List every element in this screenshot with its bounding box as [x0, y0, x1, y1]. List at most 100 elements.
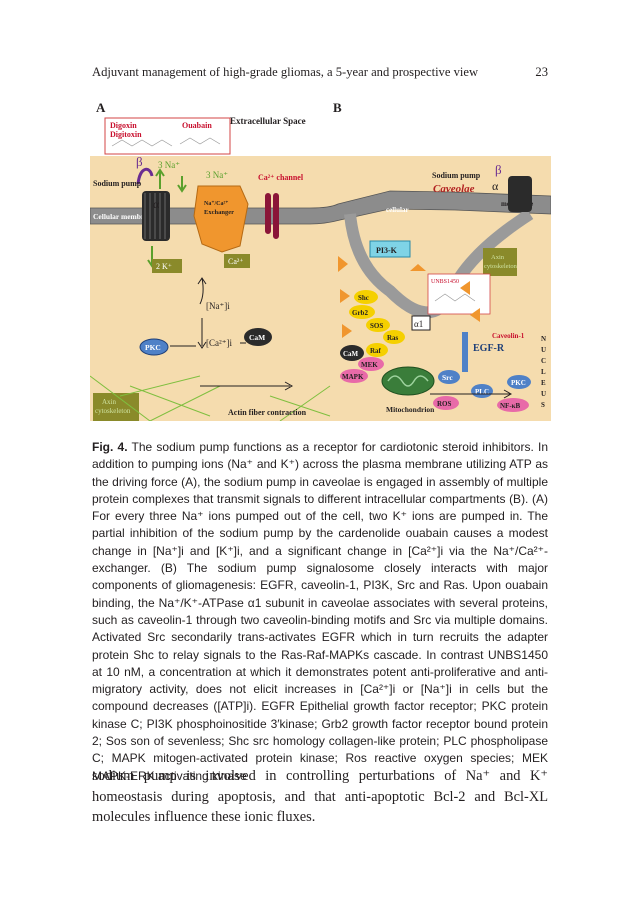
nfkb-node [497, 398, 529, 412]
src-node [438, 370, 460, 384]
sodium-pump-label-b: Sodium pump [432, 171, 481, 180]
pkc-label-b: PKC [511, 379, 526, 387]
axin-box-b [483, 248, 517, 276]
ras-label: Ras [387, 334, 399, 342]
ros-node [433, 396, 459, 410]
caveolae-label: Caveolae [433, 183, 475, 195]
sos-label: SOS [370, 322, 383, 330]
figure-4: A B Digoxin Digitoxin Ouabain Extracellu… [90, 96, 551, 421]
mapk-label: MAPK [342, 373, 364, 381]
raf-label: Raf [370, 347, 382, 355]
nucleus-letter: U [541, 346, 546, 354]
cam-label-b: CaM [343, 350, 359, 358]
extracellular-space-label: Extracellular Space [230, 116, 306, 126]
nucleus-letter: U [541, 390, 546, 398]
axin-label-a-1: Axin [102, 398, 117, 406]
pkc-node-a [139, 338, 169, 356]
src-label: Src [442, 373, 453, 382]
mek-label: MEK [361, 361, 378, 369]
pump-alpha-subunit-a [142, 191, 170, 241]
na-ca-exchanger [193, 185, 249, 253]
pi3k-label: PI3-K [376, 246, 398, 255]
caveolin-label: Caveolin-1 [492, 332, 525, 340]
na-i-label: [Na⁺]i [206, 301, 230, 311]
cellular-membrane-label: Cellular membrane [93, 212, 156, 221]
pkc-node-b [507, 375, 531, 389]
grb2-node [349, 305, 375, 319]
nucleus-label: N U C L E U S [541, 335, 546, 409]
structure-box [104, 117, 231, 155]
two-k-label: 2 K⁺ [156, 262, 172, 271]
ca-arrow [197, 318, 207, 349]
sodium-pump-b [508, 176, 532, 212]
unbs1450-box [427, 273, 491, 315]
three-na-label-2: 3 Na⁺ [206, 170, 228, 180]
cam-node-a [244, 328, 272, 346]
nucleus-letter: L [541, 368, 546, 376]
mek-node [358, 357, 384, 371]
na-arrow [197, 277, 207, 305]
running-title: Adjuvant management of high-grade glioma… [92, 65, 479, 79]
cam-node-b [340, 345, 364, 361]
axin-label-b-1: Axin [491, 254, 505, 261]
shc-label: Shc [358, 294, 369, 302]
ouabain-label: Ouabain [182, 121, 212, 130]
nucleus-letter: S [541, 401, 545, 409]
shc-node [354, 290, 378, 304]
alpha-label-a: α [153, 197, 160, 211]
nucleus-letter: E [541, 379, 546, 387]
egfr-label: EGF-R [473, 343, 505, 354]
caption-label: Fig. 4. [92, 440, 128, 454]
exchanger-label-2: Exchanger [204, 209, 234, 216]
mapk-node [340, 369, 368, 383]
two-k-box [152, 259, 182, 273]
ca-channel-label: Ca²⁺ channel [258, 173, 304, 182]
na-in-arrow [177, 176, 187, 193]
digoxin-label: Digoxin [110, 121, 137, 130]
ca-i-label: [Ca²⁺]i [206, 338, 232, 348]
mitochondrion-label: Mitochondrion [386, 405, 435, 414]
na-out-arrow [155, 168, 165, 189]
sos-node [366, 318, 390, 332]
ros-label: ROS [437, 400, 452, 408]
caption-text: The sodium pump functions as a receptor … [92, 440, 549, 783]
egfr-receptor [462, 332, 468, 372]
mitochondrion [381, 366, 435, 396]
beta-label-a: β [136, 154, 143, 169]
raf-node [366, 343, 388, 357]
alpha-label-b: α [492, 179, 499, 193]
running-header: Adjuvant management of high-grade glioma… [92, 65, 548, 80]
ca-box [224, 254, 250, 268]
page-number: 23 [535, 65, 548, 79]
figure-illustration: A B Digoxin Digitoxin Ouabain Extracellu… [90, 96, 551, 421]
three-na-label-1: 3 Na⁺ [158, 160, 180, 170]
ca-channel [265, 193, 279, 239]
pi3k-box [369, 240, 411, 258]
panel-b-label: B [333, 100, 342, 115]
unbs1450-label: UNBS1450 [431, 279, 459, 285]
exchanger-label-1: Na⁺/Ca²⁺ [204, 201, 228, 207]
cam-label-a: CaM [249, 333, 265, 342]
plc-label: PLC [475, 388, 489, 396]
actin-filaments-a [90, 375, 331, 421]
beta-label-b: β [495, 162, 502, 177]
actin-contraction-label: Actin fiber contraction [228, 408, 307, 417]
digitoxin-label: Digitoxin [110, 130, 142, 139]
nucleus-letter: N [541, 335, 546, 343]
pkc-label-a: PKC [145, 343, 161, 352]
axin-label-a-2: cytoskeleton [95, 407, 131, 415]
ca-label: Ca²⁺ [228, 257, 244, 266]
pump-beta-subunit-a [136, 167, 154, 185]
structure-drawing [111, 137, 221, 147]
axin-label-b-2: cytoskeleton [484, 263, 518, 270]
cellular-label: cellular [386, 206, 409, 214]
panel-a-label: A [96, 100, 106, 115]
nucleus-letter: C [541, 357, 546, 365]
alpha1-label: α1 [414, 319, 423, 329]
nfkb-label: NF-κB [500, 402, 521, 410]
alpha1-box [411, 315, 431, 331]
ras-node [383, 330, 405, 344]
sodium-pump-label-a: Sodium pump [93, 179, 142, 188]
figure-caption: Fig. 4. The sodium pump functions as a r… [92, 439, 548, 785]
grb2-label: Grb2 [352, 309, 368, 317]
